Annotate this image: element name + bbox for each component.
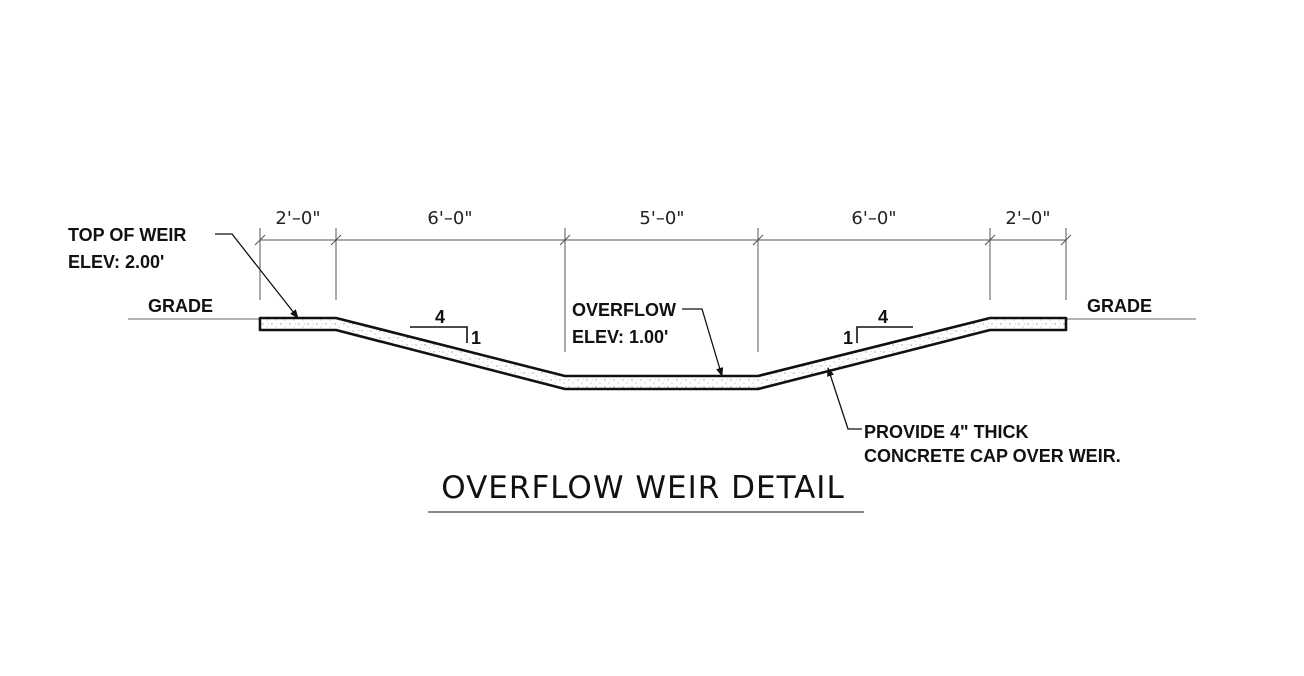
dimension-line	[254, 234, 1072, 246]
slope-indicator-left: 4 1	[410, 307, 481, 348]
top-of-weir-leader	[215, 233, 299, 319]
overflow-elevation: ELEV: 1.00'	[572, 327, 668, 347]
top-of-weir-label: TOP OF WEIR	[68, 225, 186, 245]
dimension-label-4: 6'–0"	[851, 208, 896, 229]
dimension-label-5: 2'–0"	[1005, 208, 1050, 229]
grade-label-right: GRADE	[1087, 296, 1152, 316]
concrete-cap-note-line1: PROVIDE 4" THICK	[864, 422, 1029, 442]
dimension-label-3: 5'–0"	[639, 208, 684, 229]
slope-run-right: 4	[878, 307, 888, 327]
slope-run-left: 4	[435, 307, 445, 327]
slope-rise-left: 1	[471, 328, 481, 348]
slope-rise-right: 1	[843, 328, 853, 348]
dimension-label-2: 6'–0"	[427, 208, 472, 229]
overflow-leader	[682, 308, 724, 377]
concrete-cap-leader	[827, 367, 862, 430]
concrete-cap-note-line2: CONCRETE CAP OVER WEIR.	[864, 446, 1121, 466]
weir-concrete-cap	[258, 316, 1068, 391]
dimension-label-1: 2'–0"	[275, 208, 320, 229]
drawing-title: OVERFLOW WEIR DETAIL	[441, 470, 844, 506]
top-of-weir-elevation: ELEV: 2.00'	[68, 252, 164, 272]
overflow-label: OVERFLOW	[572, 300, 676, 320]
slope-indicator-right: 4 1	[843, 307, 913, 348]
grade-label-left: GRADE	[148, 296, 213, 316]
